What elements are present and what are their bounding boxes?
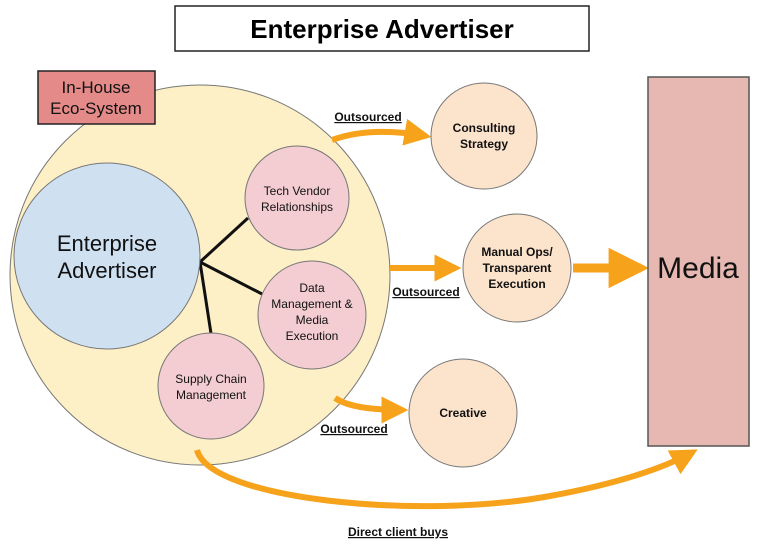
data-mgmt-line1: Data [299, 281, 325, 295]
direct-client-buys-label: Direct client buys [348, 525, 448, 539]
tech-vendor-circle [244, 145, 350, 251]
outsourced-label-top: Outsourced [334, 110, 401, 124]
in-house-label-box [37, 70, 156, 125]
data-mgmt-line4: Execution [286, 329, 339, 343]
manual-ops-line1: Manual Ops/ [481, 245, 553, 259]
consulting-strategy-circle [430, 82, 538, 190]
tech-vendor-line2: Relationships [261, 200, 333, 214]
consulting-line1: Consulting [453, 121, 516, 135]
arrow-to-consulting [330, 118, 432, 146]
data-mgmt-line2: Management & [271, 297, 352, 311]
in-house-label-line1: In-House [62, 78, 131, 97]
enterprise-advertiser-core [13, 162, 201, 350]
core-line2: Advertiser [57, 258, 156, 283]
in-house-label-line2: Eco-System [50, 99, 142, 118]
page-title: Enterprise Advertiser [250, 14, 513, 44]
connector-supply-chain [198, 261, 214, 341]
creative-label: Creative [439, 406, 487, 420]
core-line1: Enterprise [57, 231, 157, 256]
arrow-direct-client-buys [194, 448, 698, 510]
manual-ops-line3: Execution [488, 277, 545, 291]
title-box [174, 5, 590, 52]
consulting-line2: Strategy [460, 137, 508, 151]
arrow-to-creative [333, 395, 409, 424]
creative-circle [408, 358, 518, 468]
manual-ops-line2: Transparent [483, 261, 552, 275]
connector-tech-vendor [198, 216, 250, 264]
supply-chain-line2: Management [176, 388, 247, 402]
media-box [647, 76, 750, 447]
supply-chain-circle [157, 332, 265, 440]
data-management-circle [257, 260, 367, 370]
outsourced-label-middle: Outsourced [392, 285, 459, 299]
data-mgmt-line3: Media [296, 313, 329, 327]
manual-ops-circle [462, 213, 572, 323]
supply-chain-line1: Supply Chain [175, 372, 246, 386]
connector-data-mgmt [199, 260, 263, 296]
outsourced-label-bottom: Outsourced [320, 422, 387, 436]
tech-vendor-line1: Tech Vendor [264, 184, 331, 198]
media-label: Media [657, 252, 739, 285]
